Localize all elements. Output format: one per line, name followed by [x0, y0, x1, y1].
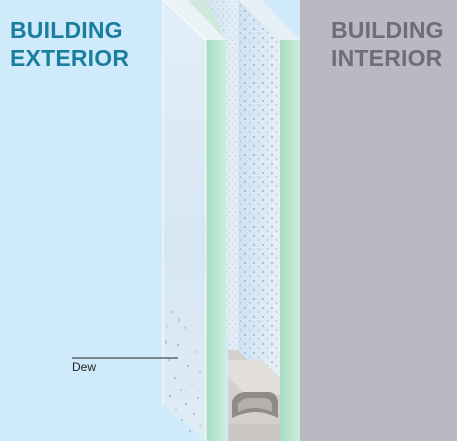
building-exterior-label: BUILDING EXTERIOR — [10, 17, 130, 71]
dew-droplets — [165, 311, 201, 432]
dew-label: Dew — [72, 360, 97, 374]
interior-background — [300, 0, 457, 441]
building-interior-label: BUILDING INTERIOR — [331, 17, 444, 71]
outer-glass-pane — [162, 0, 226, 441]
inner-glass-pane — [238, 0, 300, 441]
spacer-bar — [228, 350, 280, 441]
